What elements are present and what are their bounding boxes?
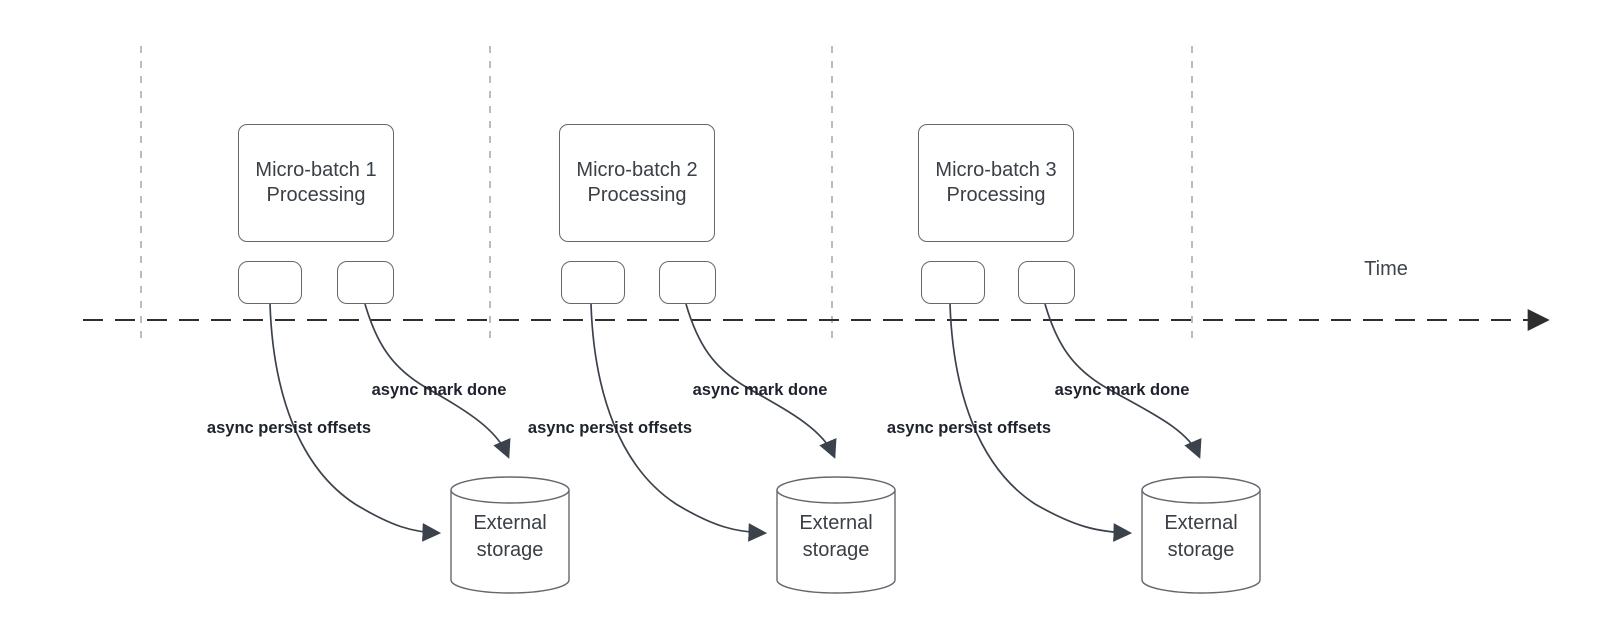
mark-task-rect-2 — [659, 261, 716, 304]
external-storage-cylinder-2 — [776, 476, 896, 594]
external-storage-text-1: External storage — [473, 512, 547, 561]
micro-batch-3-box: Micro-batch 3 Processing — [918, 124, 1074, 242]
external-storage-cylinder-1 — [450, 476, 570, 594]
mark-task-rect-3 — [1018, 261, 1075, 304]
cylinder-body — [776, 490, 896, 594]
cylinder-body — [450, 490, 570, 594]
external-storage-text-2: External storage — [799, 512, 873, 561]
micro-batch-3-label: Micro-batch 3 Processing — [935, 158, 1057, 206]
mark-task-rect-1 — [337, 261, 394, 304]
external-storage-text-3: External storage — [1164, 512, 1238, 561]
external-storage-label-1: External storage — [460, 510, 560, 564]
external-storage-label-3: External storage — [1151, 510, 1251, 564]
offset-task-rect-2 — [561, 261, 625, 304]
micro-batch-2-box: Micro-batch 2 Processing — [559, 124, 715, 242]
persist-offsets-arrow-1 — [269, 303, 442, 542]
micro-batch-1-box: Micro-batch 1 Processing — [238, 124, 394, 242]
micro-batch-1-label: Micro-batch 1 Processing — [255, 158, 377, 206]
offset-task-rect-1 — [238, 261, 302, 304]
mark-done-arrow-3 — [1044, 303, 1202, 459]
persist-offsets-label-3: async persist offsets — [886, 419, 1052, 437]
persist-offsets-label-1: async persist offsets — [206, 419, 372, 437]
mark-done-label-3: async mark done — [1054, 381, 1190, 399]
offset-task-rect-3 — [921, 261, 985, 304]
mark-done-arrow-1 — [364, 303, 511, 459]
external-storage-label-2: External storage — [786, 510, 886, 564]
micro-batch-2-label: Micro-batch 2 Processing — [576, 158, 698, 206]
persist-offsets-arrow-3 — [949, 303, 1133, 542]
cylinder-top — [450, 476, 570, 504]
time-axis-label: Time — [1364, 258, 1408, 280]
persist-offsets-arrow-2 — [590, 303, 768, 542]
mark-done-arrow-2 — [685, 303, 837, 459]
mark-done-label-2: async mark done — [692, 381, 828, 399]
external-storage-cylinder-3 — [1141, 476, 1261, 594]
cylinder-top — [776, 476, 896, 504]
cylinder-top — [1141, 476, 1261, 504]
persist-offsets-label-2: async persist offsets — [527, 419, 693, 437]
cylinder-body — [1141, 490, 1261, 594]
mark-done-label-1: async mark done — [371, 381, 507, 399]
